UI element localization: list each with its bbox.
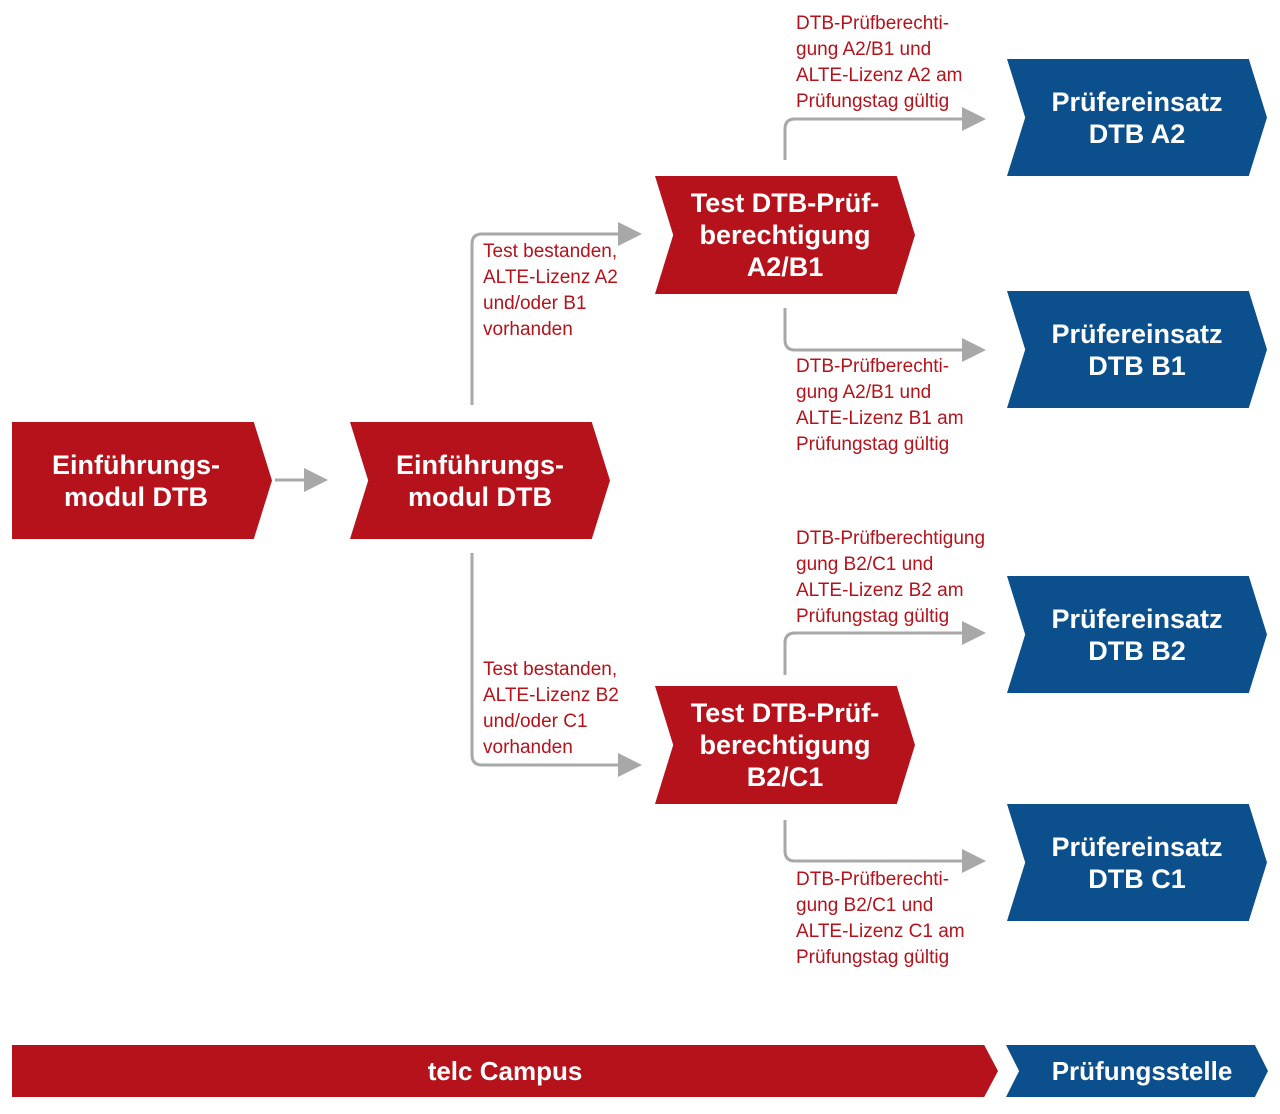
arrow-to-einsatz-c1 [783,820,986,873]
footer-bar-telc-campus: telc Campus [12,1045,998,1097]
arrow-to-einsatz-b2 [783,621,986,675]
node-test-a2b1: Test DTB-Prüf- berechtigung A2/B1 [655,176,915,294]
condition-to-test-b2c1: Test bestanden, ALTE-Lizenz B2 und/oder … [483,659,619,758]
node-einsatz-a2: Prüfereinsatz DTB A2 [1007,59,1267,176]
node-einsatz-b2: Prüfereinsatz DTB B2 [1007,576,1267,693]
condition-to-einsatz-b1: DTB-Prüfberechti- gung A2/B1 und ALTE-Li… [796,356,964,455]
footer-bar-pruefungsstelle: Prüfungsstelle [1006,1045,1268,1097]
condition-to-einsatz-c1: DTB-Prüfberechti- gung B2/C1 und ALTE-Li… [796,869,965,968]
condition-to-test-a2b1: Test bestanden, ALTE-Lizenz A2 und/oder … [483,241,618,340]
condition-to-einsatz-a2: DTB-Prüfberechti- gung A2/B1 und ALTE-Li… [796,13,963,112]
node-test-b2c1: Test DTB-Prüf- berechtigung B2/C1 [655,686,915,804]
arrow-to-einsatz-a2 [783,107,986,160]
node-intro-1: Einführungs- modul DTB [12,422,272,539]
node-einsatz-c1: Prüfereinsatz DTB C1 [1007,804,1267,921]
node-einsatz-b1: Prüfereinsatz DTB B1 [1007,291,1267,408]
arrow-to-test-b2c1 [470,553,642,777]
condition-to-einsatz-b2: DTB-Prüfberechtigung gung B2/C1 und ALTE… [796,528,986,627]
arrow-to-test-a2b1 [470,222,642,405]
node-intro-2: Einführungs- modul DTB [350,422,610,539]
arrow-to-einsatz-b1 [783,308,986,362]
